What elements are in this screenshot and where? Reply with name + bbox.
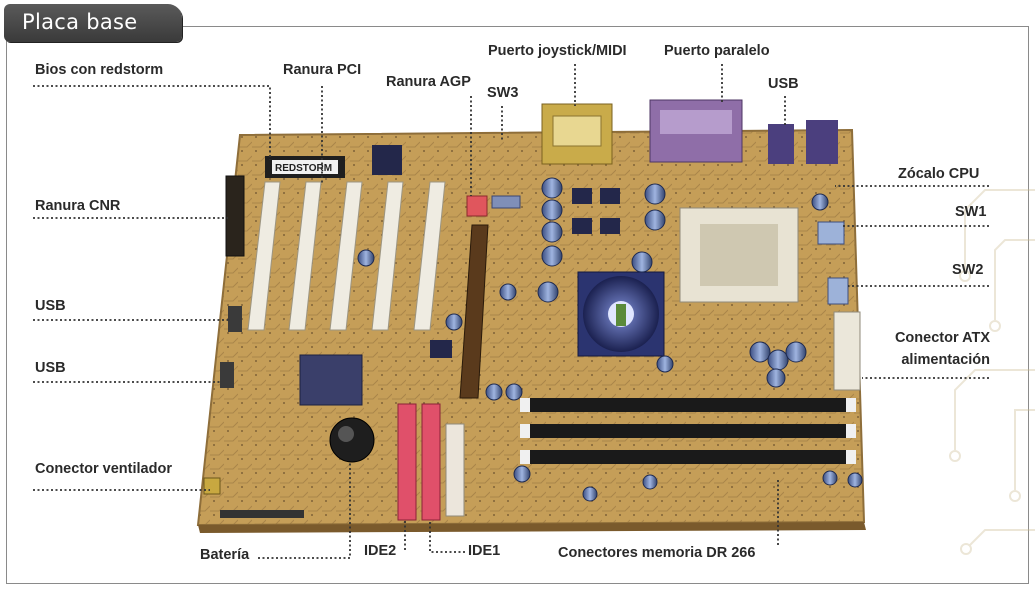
label-memoria: Conectores memoria DR 266 xyxy=(558,545,756,561)
fan-connector xyxy=(203,477,221,495)
via-chip xyxy=(299,354,363,406)
label-usb-top: USB xyxy=(768,76,799,92)
label-bateria: Batería xyxy=(200,547,250,563)
label-pci: Ranura PCI xyxy=(283,62,362,78)
header-tab: Placa base xyxy=(4,4,182,42)
label-bios: Bios con redstorm xyxy=(35,62,164,78)
usb-top-port xyxy=(768,124,794,164)
ide2-connector xyxy=(397,403,417,521)
label-cnr: Ranura CNR xyxy=(35,198,121,214)
label-ventilador: Conector ventilador xyxy=(35,461,172,477)
circuit-decoration xyxy=(949,189,1035,555)
label-atx-line1: Conector ATX xyxy=(894,330,990,346)
sw2-switch xyxy=(827,277,849,305)
label-agp: Ranura AGP xyxy=(386,74,471,90)
agp-slot xyxy=(459,224,489,399)
label-usb-left-1: USB xyxy=(35,298,66,314)
header-title: Placa base xyxy=(22,10,138,34)
label-sw3: SW3 xyxy=(487,85,519,101)
usb-left-header-2 xyxy=(220,362,234,388)
label-paralelo: Puerto paralelo xyxy=(664,43,770,59)
label-sw2: SW2 xyxy=(952,262,984,278)
label-ide1: IDE1 xyxy=(468,543,501,559)
sw1-switch xyxy=(817,221,845,245)
floppy-connector xyxy=(445,423,465,517)
capacitors xyxy=(357,177,863,502)
usb-left-header-1 xyxy=(228,306,242,332)
label-ide2: IDE2 xyxy=(364,543,397,559)
bios-chip-text: REDSTORM xyxy=(275,163,332,174)
label-zocalo: Zócalo CPU xyxy=(898,166,980,182)
memory-slots xyxy=(520,398,856,464)
label-joystick: Puerto joystick/MIDI xyxy=(488,43,627,59)
label-usb-left-2: USB xyxy=(35,360,66,376)
atx-connector xyxy=(833,311,861,391)
ide1-connector xyxy=(421,403,441,521)
sw3-switch xyxy=(466,195,488,217)
cnr-slot xyxy=(225,175,245,257)
pci-slots xyxy=(247,181,446,331)
label-sw1: SW1 xyxy=(955,204,987,220)
label-atx-line2: alimentación xyxy=(901,352,990,368)
